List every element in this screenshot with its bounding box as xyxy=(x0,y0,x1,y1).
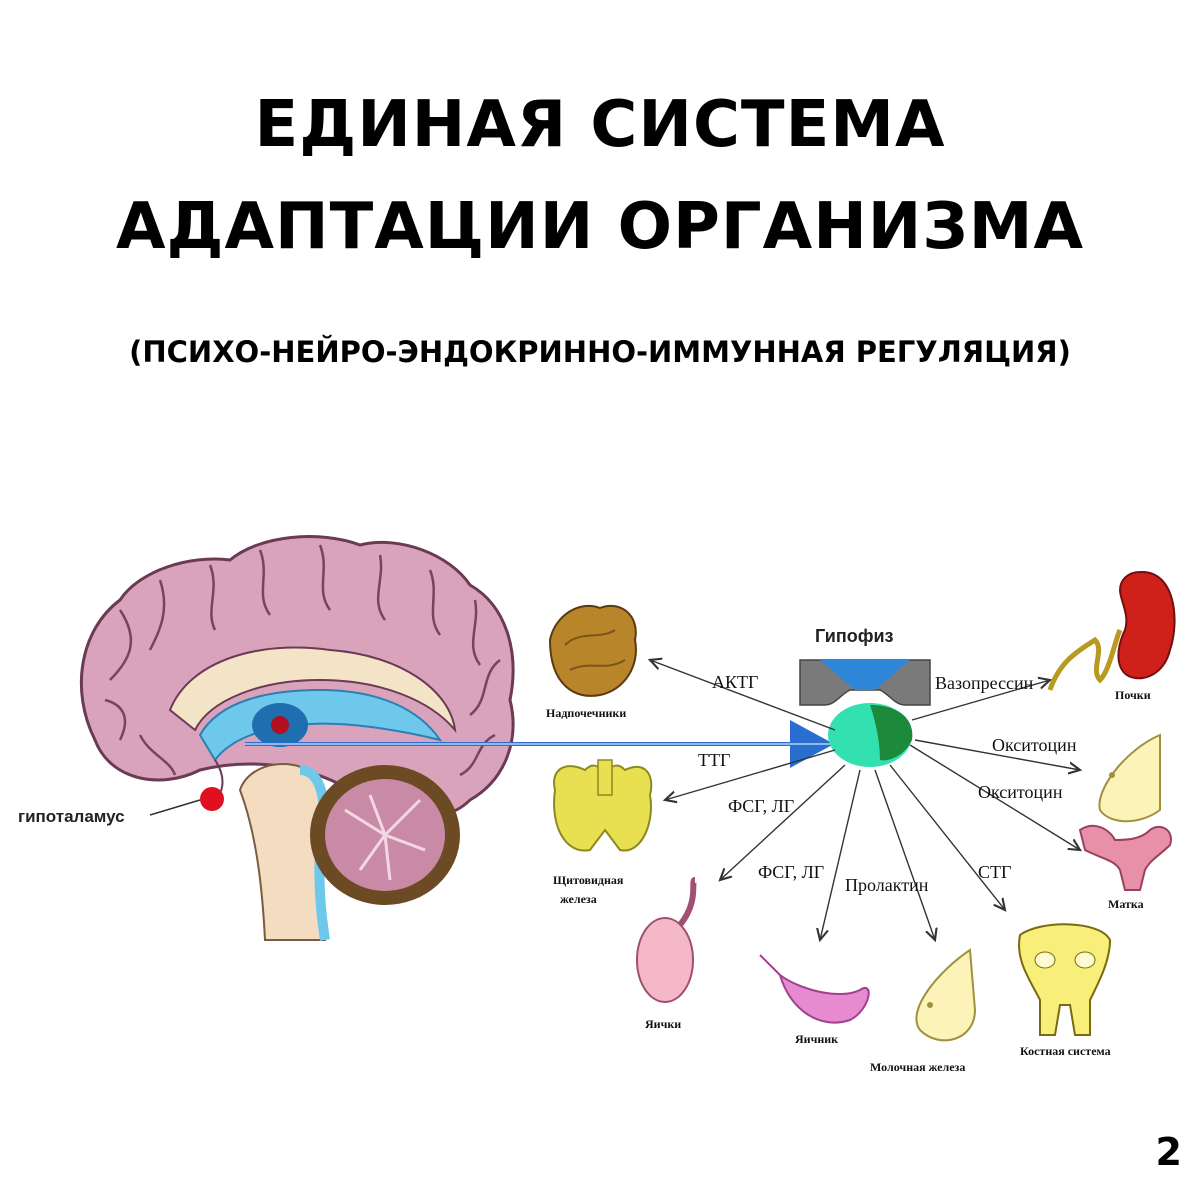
hormone-vasopressin: Вазопрессин xyxy=(935,673,1034,693)
pituitary-illustration xyxy=(799,659,931,767)
testes-icon xyxy=(636,917,694,1003)
nephron-icon xyxy=(1047,628,1123,691)
hormone-stg: СТГ xyxy=(978,862,1011,882)
hormone-ttg: ТТГ xyxy=(698,750,730,770)
hormone-fsg-lg-2: ФСГ, ЛГ xyxy=(758,862,824,882)
thyroid-label-2: железа xyxy=(560,892,597,906)
adrenals-label: Надпочечники xyxy=(546,706,626,720)
hormone-actg: АКТГ xyxy=(712,672,758,692)
title-line-1: ЕДИНАЯ СИСТЕМА xyxy=(254,88,946,162)
testes-label: Яички xyxy=(645,1017,681,1031)
hormone-prolactin: Пролактин xyxy=(845,875,929,895)
pituitary-label: Гипофиз xyxy=(815,626,894,646)
corpus-callosum xyxy=(168,646,457,734)
uterus-label: Матка xyxy=(1108,897,1144,911)
title-line-2: АДАПТАЦИИ ОРГАНИЗМА xyxy=(115,190,1085,264)
hormone-fsg-lg-1: ФСГ, ЛГ xyxy=(728,796,794,816)
breast-icon xyxy=(1098,733,1161,823)
hypothalamus-dot xyxy=(200,787,224,811)
thyroid-icon xyxy=(553,764,653,852)
hormone-oxytocin-1: Окситоцин xyxy=(992,735,1077,755)
subtitle: (ПСИХО-НЕЙРО-ЭНДОКРИННО-ИММУННАЯ РЕГУЛЯЦ… xyxy=(129,335,1071,369)
skeleton-icon xyxy=(1018,923,1112,1036)
hormone-oxytocin-2: Окситоцин xyxy=(978,782,1063,802)
thyroid-label-1: Щитовидная xyxy=(553,873,624,887)
skeleton-label: Костная система xyxy=(1020,1044,1111,1058)
adrenal-gland-icon xyxy=(548,604,637,697)
hormone-arrows xyxy=(650,660,1080,940)
uterus-icon xyxy=(1078,824,1172,891)
ovary-label: Яичник xyxy=(795,1032,838,1046)
mammary-label: Молочная железа xyxy=(870,1060,965,1074)
hypothalamus-label: гипоталамус xyxy=(18,807,125,826)
mammary-gland-icon xyxy=(915,948,977,1042)
page-number: 2 xyxy=(1155,1130,1182,1174)
kidneys-label: Почки xyxy=(1115,688,1151,702)
ovary-icon xyxy=(778,972,870,1024)
brain-illustration xyxy=(79,535,515,941)
kidney-icon xyxy=(1117,570,1176,680)
